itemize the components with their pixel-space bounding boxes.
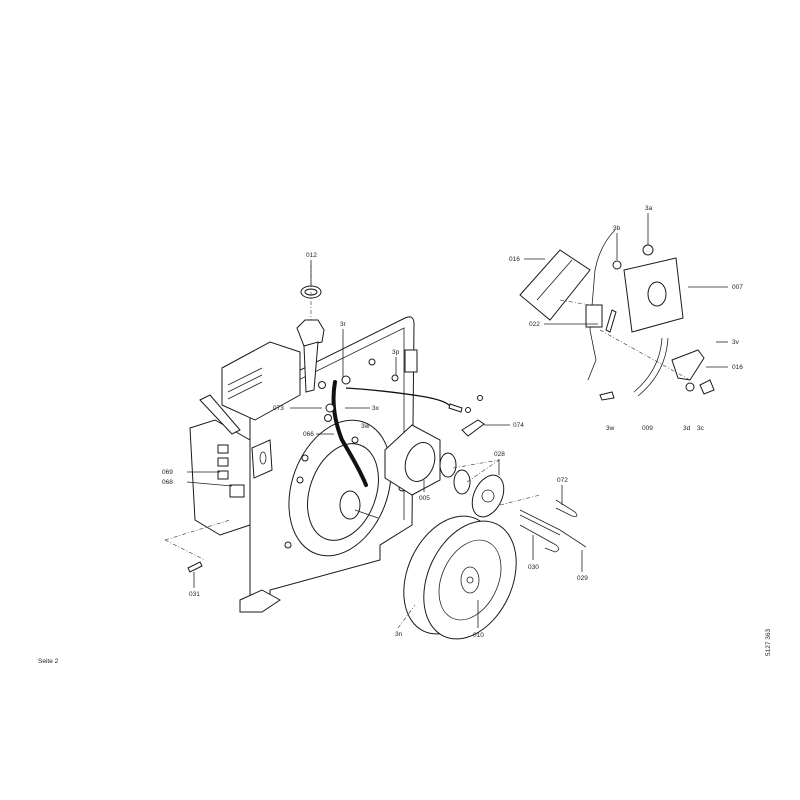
motor-flange xyxy=(288,419,392,557)
callout-3x: 3x xyxy=(372,405,380,412)
ignition-cable-066 xyxy=(331,380,368,487)
callout-068: 068 xyxy=(162,479,173,486)
callout-066: 066 xyxy=(303,431,314,438)
callout-005: 005 xyxy=(419,495,430,502)
callout-007: 007 xyxy=(732,284,743,291)
bracket-074 xyxy=(461,419,485,437)
callout-009: 009 xyxy=(642,425,653,432)
callout-010: 010 xyxy=(473,632,484,639)
callout-016: 016 xyxy=(509,256,520,263)
callout-031: 031 xyxy=(189,591,200,598)
electrodes xyxy=(499,494,587,553)
fan-wheel-010 xyxy=(403,515,517,640)
callout-012: 012 xyxy=(306,252,317,259)
callout-072: 072 xyxy=(557,477,568,484)
control-box xyxy=(189,394,273,536)
callout-3p: 3p xyxy=(392,349,400,356)
nipple-012 xyxy=(296,265,325,393)
motor-housing xyxy=(221,341,301,421)
gasket xyxy=(453,469,471,495)
callout-3a: 3a xyxy=(645,205,653,212)
callout-3n: 3n xyxy=(395,631,403,638)
callout-069: 069 xyxy=(162,469,173,476)
callout-028: 028 xyxy=(494,451,505,458)
capacitor xyxy=(404,349,418,373)
callout-3w-b: 3w xyxy=(361,423,370,430)
page-label: Seite 2 xyxy=(38,658,59,665)
air-nozzle-005 xyxy=(384,424,441,496)
callout-016-b: 016 xyxy=(732,364,743,371)
callout-3v: 3v xyxy=(732,339,740,346)
callout-073: 073 xyxy=(273,405,284,412)
callout-3w: 3w xyxy=(606,425,615,432)
screw-031 xyxy=(187,561,203,573)
drawing-number: 5127 363 xyxy=(765,629,772,656)
callout-030: 030 xyxy=(528,564,539,571)
gasket xyxy=(439,452,457,478)
leader-lines xyxy=(186,213,728,629)
callout-3b: 3b xyxy=(613,225,621,232)
callout-029: 029 xyxy=(577,575,588,582)
callout-3d: 3d xyxy=(683,425,691,432)
oil-pump-assembly xyxy=(519,229,715,401)
callout-3r: 3r xyxy=(340,321,347,328)
callout-074: 074 xyxy=(513,422,524,429)
callout-3c: 3c xyxy=(697,425,705,432)
connector xyxy=(448,403,463,413)
wire xyxy=(345,387,451,407)
diffuser-disk xyxy=(471,474,505,518)
callout-022: 022 xyxy=(529,321,540,328)
